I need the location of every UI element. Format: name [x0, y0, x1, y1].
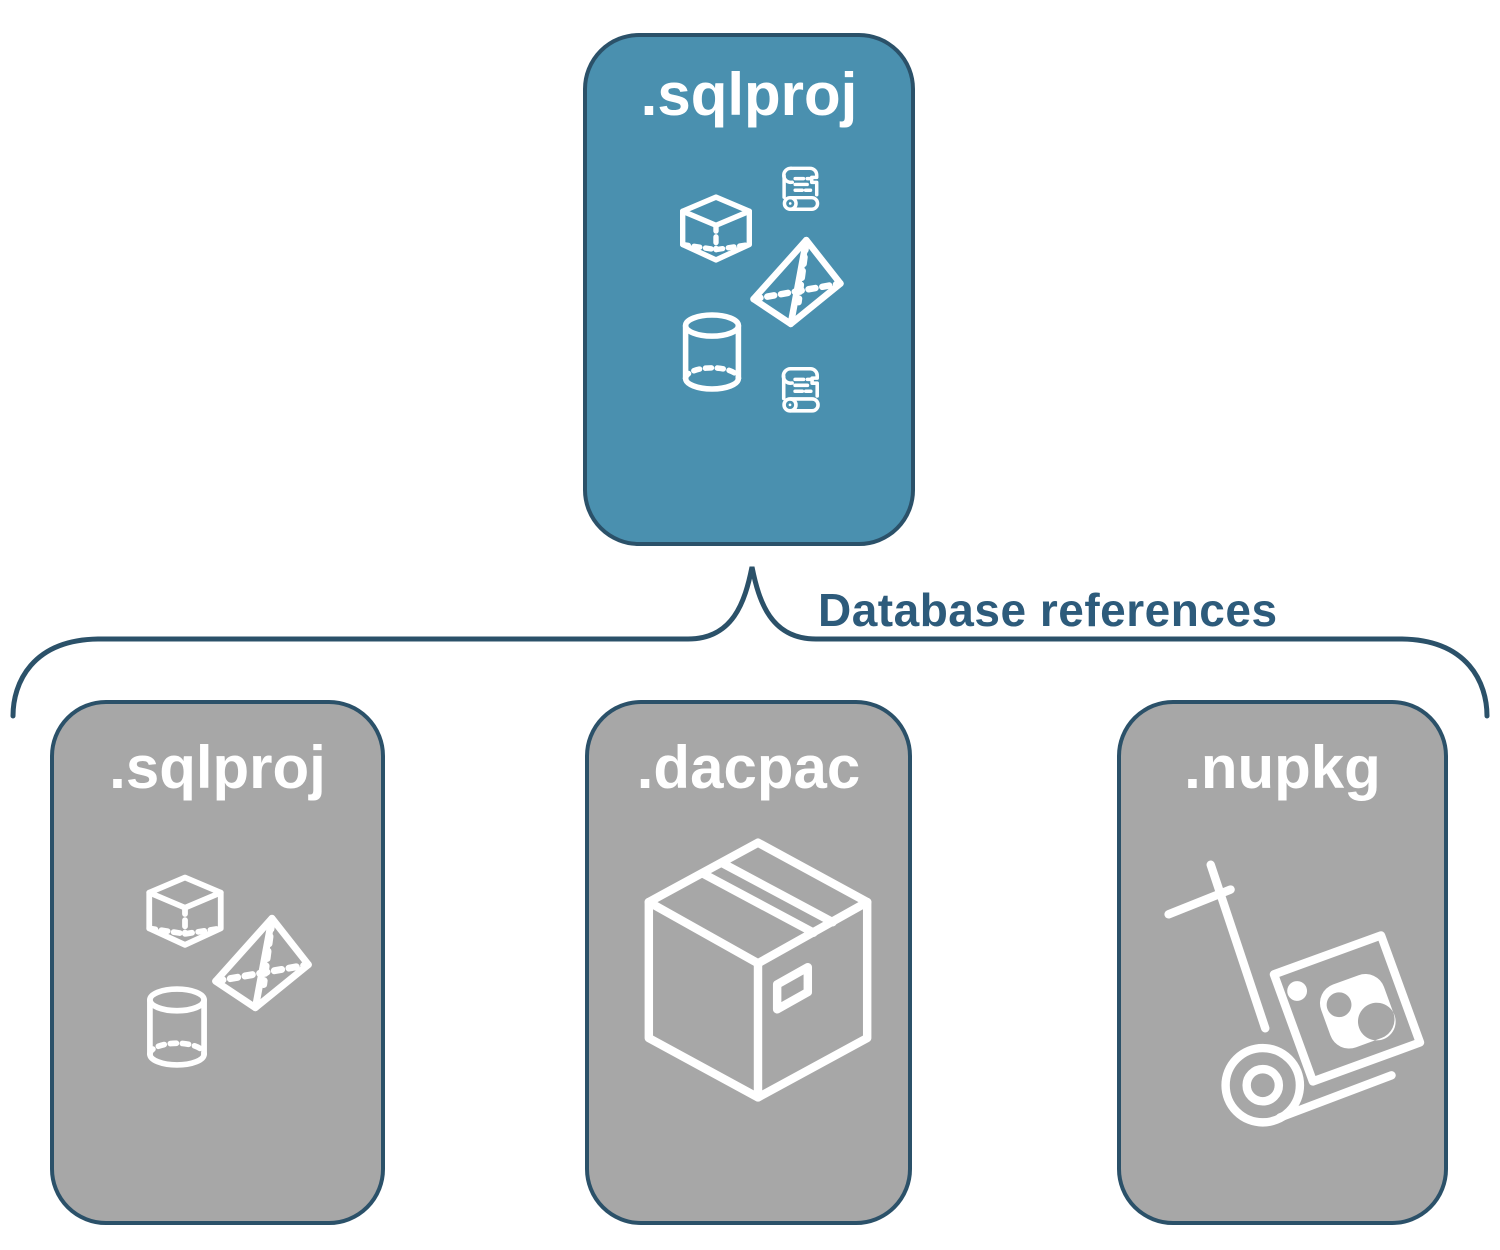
node-child-dacpac: .dacpac: [585, 700, 912, 1225]
child-node-label: .sqlproj: [109, 734, 326, 801]
brace-connector: [10, 566, 1490, 719]
sql-objects-icon-cluster: [139, 867, 369, 1077]
node-root-sqlproj: .sqlproj: [583, 33, 915, 546]
cylinder-icon: [150, 989, 204, 1065]
child-node-label: .dacpac: [636, 734, 861, 801]
child-node-label: .nupkg: [1184, 734, 1381, 801]
cube-icon: [149, 878, 221, 945]
package-box-icon: [649, 843, 867, 1098]
pyramid-icon: [754, 240, 841, 324]
cube-icon: [683, 197, 750, 260]
brace-path: [10, 566, 1490, 719]
sql-objects-icon-cluster: [673, 166, 853, 413]
scroll-icon: [781, 366, 821, 413]
pyramid-icon: [216, 918, 309, 1007]
connector-label: Database references: [818, 584, 1278, 636]
root-node-label: .sqlproj: [640, 61, 858, 128]
scroll-icon: [781, 166, 820, 212]
hand-truck-nuget-package-icon: [1169, 865, 1420, 1123]
node-child-nupkg: .nupkg: [1117, 700, 1448, 1225]
node-child-sqlproj: .sqlproj: [50, 700, 385, 1225]
nuget-icon-cluster: [1129, 840, 1451, 1162]
package-icon-cluster: [639, 835, 877, 1107]
cylinder-icon: [686, 315, 739, 389]
